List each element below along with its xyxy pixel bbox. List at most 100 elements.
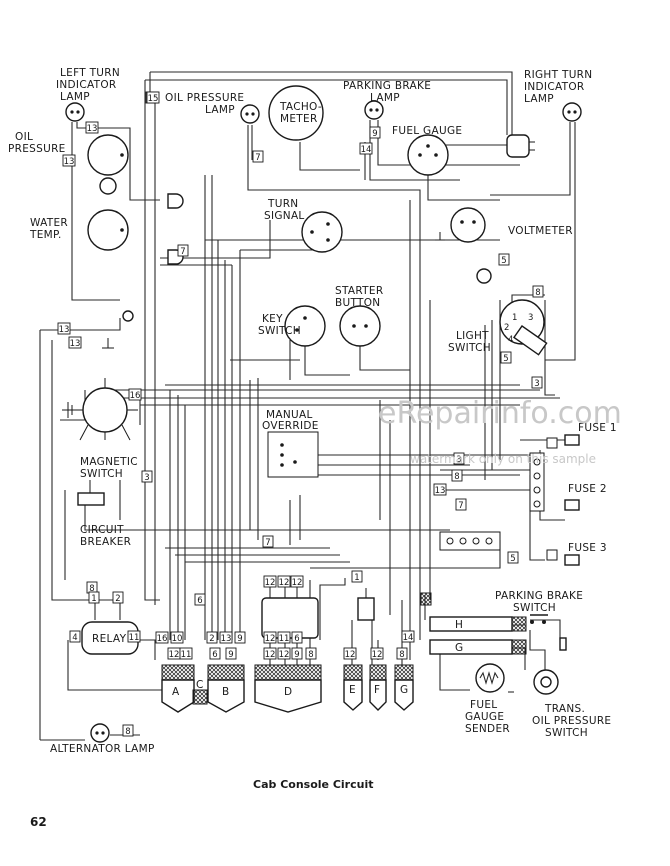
indicator-bulb-1: [167, 193, 184, 209]
wire-number-tag: 6: [209, 647, 221, 660]
wire-number: 6: [294, 634, 299, 644]
wire-number: 13: [59, 325, 70, 335]
wire-number: 12: [372, 650, 383, 660]
wire-number: 15: [148, 94, 159, 104]
terminal-strip: [439, 531, 501, 551]
starter-button: [339, 305, 381, 347]
svg-text:ALTERNATOR LAMP: ALTERNATOR LAMP: [50, 743, 155, 755]
svg-text:D: D: [284, 686, 292, 698]
wire-number-tag: 7: [252, 150, 264, 163]
svg-text:4: 4: [508, 335, 513, 345]
wire-number-tag: 12: [263, 647, 277, 660]
svg-text:F: F: [374, 684, 380, 696]
wire-number-tag: 6: [291, 631, 303, 644]
wire-number-tag: 2: [112, 591, 124, 604]
wire-number: 9: [294, 650, 299, 660]
svg-text:C: C: [196, 679, 204, 691]
page-number: 62: [30, 815, 47, 829]
wire-number: 3: [534, 379, 539, 389]
wire-number: 14: [403, 633, 414, 643]
svg-text:RELAY: RELAY: [92, 633, 127, 645]
voltmeter: [435, 207, 486, 243]
wire-number-tag: 3: [141, 470, 153, 483]
wire-number-tag: 6: [194, 593, 206, 606]
harness-g: [429, 639, 527, 655]
wire-number-tag: 13: [57, 322, 71, 335]
wire-number: 8: [535, 288, 540, 298]
wire-number: 7: [458, 501, 463, 511]
wire-number: 10: [172, 634, 183, 644]
svg-text:FUSE 2: FUSE 2: [568, 483, 607, 495]
wire-number-tag: 7: [177, 244, 189, 257]
wire-number-tag: 9: [225, 647, 237, 660]
wire-number-tag: 14: [401, 630, 415, 643]
watermark-main: eRepairinfo.com: [378, 396, 622, 431]
svg-text:VOLTMETER: VOLTMETER: [508, 225, 573, 237]
wire-number: 8: [399, 650, 404, 660]
svg-text:G: G: [455, 642, 463, 654]
circuit-breaker: [77, 480, 105, 506]
wire-number: 12: [265, 650, 276, 660]
wire-number-tag: 12: [370, 647, 384, 660]
svg-text:E: E: [349, 684, 356, 696]
fuse-3-holder: [546, 549, 580, 566]
wire-number-tag: 13: [85, 121, 99, 134]
wire-number: 9: [372, 129, 377, 139]
wire-number-tag: 9: [291, 647, 303, 660]
wire-number: 9: [228, 650, 233, 660]
wire-number-tag: 11: [127, 630, 141, 643]
wire-number-tag: 10: [170, 631, 184, 644]
wire-number: 8: [125, 727, 130, 737]
svg-text:B: B: [222, 686, 230, 698]
wire-number-tag: 8: [305, 647, 317, 660]
wire-number: 11: [181, 650, 192, 660]
fuse-terminal-block: [529, 452, 545, 512]
left-turn-lamp: [65, 102, 85, 122]
wire-number-tag: 12: [343, 647, 357, 660]
voltmeter-lamp: [476, 268, 492, 284]
svg-text:TACHO-METER: TACHO-METER: [279, 101, 322, 125]
wire-number-tag: 12: [167, 647, 181, 660]
wire-number-tag: 1: [88, 591, 100, 604]
wire-number: 12: [292, 578, 303, 588]
parking-brake-switch: [530, 614, 567, 651]
wire-number-tag: 11: [179, 647, 193, 660]
svg-text:FUEL GAUGE: FUEL GAUGE: [392, 125, 462, 137]
wire-number-tag: 2: [206, 631, 218, 644]
wire-number-tag: 13: [219, 631, 233, 644]
right-turn-lamp: [562, 102, 582, 122]
wire-number-tag: 15: [146, 91, 160, 104]
wire-number: 8: [454, 472, 459, 482]
magnetic-switch: [62, 378, 138, 441]
wire-number-tag: 7: [455, 498, 467, 511]
wire-number: 7: [265, 538, 270, 548]
wire-number-tag: 12: [263, 575, 277, 588]
turn-signal-switch: [301, 211, 343, 253]
wire-number: 16: [157, 634, 168, 644]
wire-number: 13: [87, 124, 98, 134]
wire-number-tag: 1: [351, 570, 363, 583]
trans-oil-pressure-switch: [533, 669, 559, 695]
wire-number: 12: [265, 578, 276, 588]
fuel-gauge-sender: [475, 663, 514, 693]
wire-number: 12: [265, 634, 276, 644]
wire-number: 6: [197, 596, 202, 606]
harness-h: [429, 616, 527, 632]
ground-symbol: [102, 310, 134, 349]
oil-pressure-gauge: [87, 134, 129, 176]
wire-number-tag: 16: [128, 388, 142, 401]
connector-bodies: [161, 592, 432, 713]
wire-number-tag: 12: [290, 575, 304, 588]
wire-number-tag: 9: [234, 631, 246, 644]
wire-number-tag: 11: [277, 631, 291, 644]
wire-number-tag: 8: [451, 469, 463, 482]
